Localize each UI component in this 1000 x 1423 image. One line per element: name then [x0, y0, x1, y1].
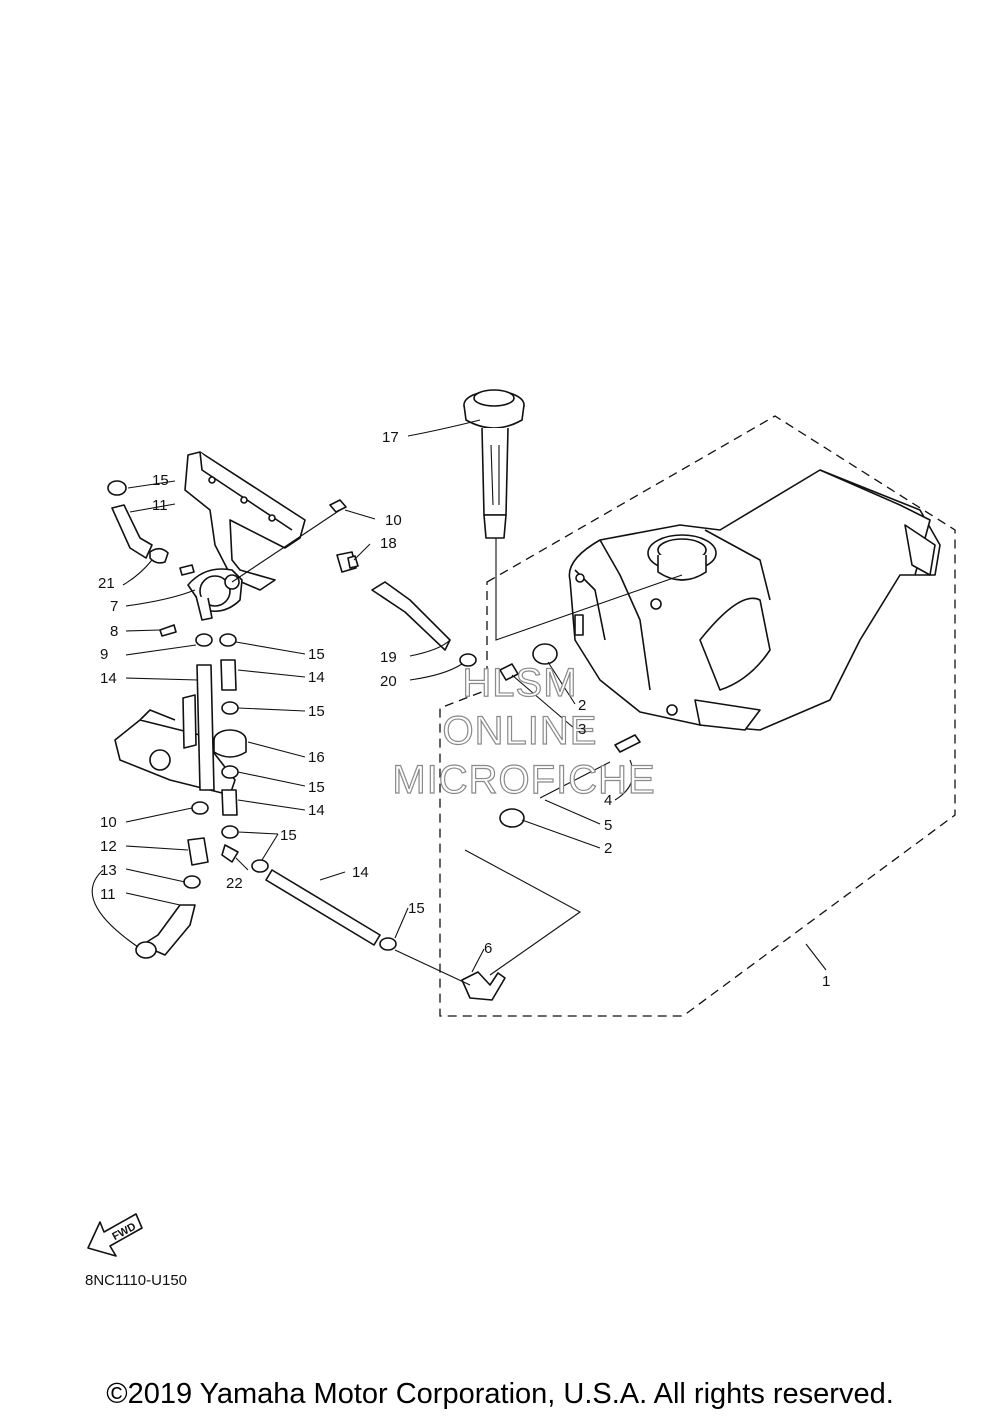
callout-16: 16: [308, 749, 325, 766]
grommet-2-upper: [532, 643, 558, 665]
callout-22: 22: [226, 875, 243, 892]
callout-15: 15: [280, 827, 297, 844]
callout-14: 14: [352, 864, 369, 881]
callout-labels: 17 15 11 10 18 21 7 8 9 14 15 14 15 16 1…: [98, 429, 830, 990]
fwd-label: FWD: [110, 1221, 138, 1243]
callout-10: 10: [100, 814, 117, 831]
callout-15: 15: [152, 472, 169, 489]
fwd-arrow-icon: FWD: [87, 1213, 143, 1257]
grommet-2-lower: [499, 808, 525, 828]
watermark-line-3: MICROFICHE: [392, 758, 655, 802]
fuel-hose-long: [251, 859, 471, 986]
callout-12: 12: [100, 838, 117, 855]
fuel-tank: [568, 469, 941, 731]
callout-4: 4: [604, 792, 612, 809]
mounting-bracket: [184, 451, 306, 591]
callout-7: 7: [110, 598, 118, 615]
rod-5: [539, 761, 611, 799]
hose-column-left: [135, 633, 215, 959]
callout-13: 13: [100, 862, 117, 879]
callout-20: 20: [380, 673, 397, 690]
callout-8: 8: [110, 623, 118, 640]
callout-17: 17: [382, 429, 399, 446]
callout-2: 2: [604, 840, 612, 857]
callout-19: 19: [380, 649, 397, 666]
callout-1: 1: [822, 973, 830, 990]
fuel-filter-assembly: [149, 509, 341, 637]
fuel-cap-gauge: [463, 389, 683, 641]
diagram-code: 8NC1110-U150: [85, 1272, 188, 1289]
callout-11: 11: [152, 497, 168, 514]
fitting-18: [336, 551, 359, 573]
callout-18: 18: [380, 535, 397, 552]
fitting-20: [459, 653, 477, 667]
drain-pipe-4: [614, 734, 641, 753]
callout-3: 3: [578, 721, 586, 738]
callout-5: 5: [604, 817, 612, 834]
breather-hose: [371, 581, 451, 651]
elbow-6: [461, 971, 506, 1001]
bolt-9: [329, 499, 347, 513]
callout-10: 9: [100, 646, 108, 663]
callout-9: 10: [385, 512, 402, 529]
hose-column-right: [213, 633, 247, 863]
callout-21: 21: [98, 575, 115, 592]
callout-14: 14: [308, 669, 325, 686]
leader-lines: [91, 419, 827, 973]
callout-15: 15: [308, 646, 325, 663]
callout-6: 6: [484, 940, 492, 957]
callout-15: 15: [308, 779, 325, 796]
callout-14: 14: [308, 802, 325, 819]
upper-hose: [107, 480, 153, 559]
callout-15: 15: [308, 703, 325, 720]
callout-2: 2: [578, 697, 586, 714]
copyright-notice: ©2019 Yamaha Motor Corporation, U.S.A. A…: [106, 1378, 894, 1410]
callout-14: 14: [100, 670, 117, 687]
callout-11: 11: [100, 886, 116, 903]
watermark-line-2: ONLINE: [443, 709, 598, 753]
callout-15: 15: [408, 900, 425, 917]
watermark-line-1: HLSM: [462, 661, 577, 705]
